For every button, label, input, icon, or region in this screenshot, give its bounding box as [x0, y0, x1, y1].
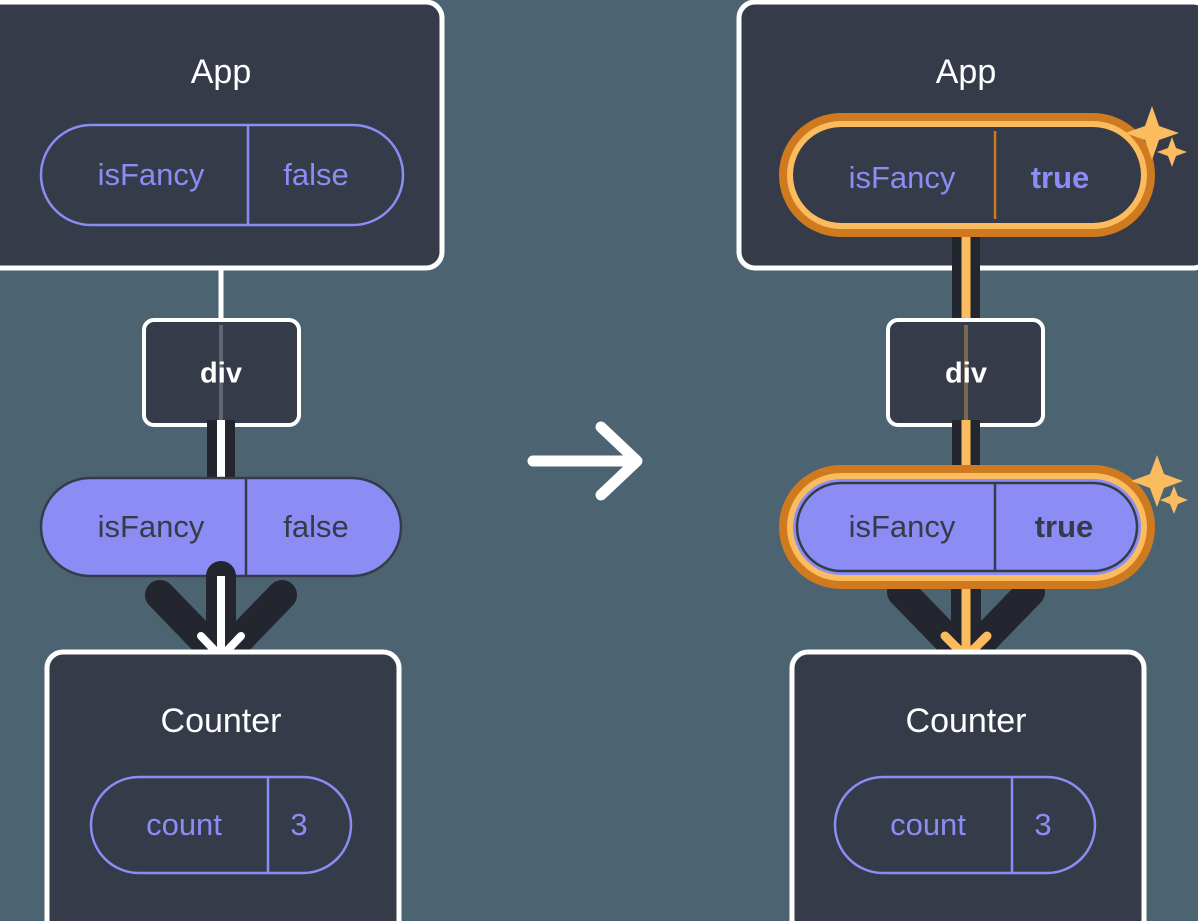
prop-pill-key-after: isFancy [849, 509, 956, 544]
counter-state-pill-outline-before [89, 775, 353, 875]
prop-pill-value-before: false [283, 509, 348, 544]
counter-box-outline-before [44, 649, 402, 921]
counter-state-pill-key-after: count [890, 807, 966, 842]
counter-state-pill-before[interactable]: count 3 [89, 775, 353, 875]
sparkle-large-icon-app [1125, 106, 1179, 160]
counter-state-pill-key-before: count [146, 807, 222, 842]
div-box-after: div [886, 318, 1045, 427]
counter-state-pill-outline-after [833, 775, 1097, 875]
counter-state-pill-value-after: 3 [1034, 807, 1051, 842]
app-box-before: App isFancy false [0, 0, 445, 271]
app-box-label-before: App [191, 53, 252, 91]
state-pill-key-after: isFancy [849, 160, 956, 195]
counter-state-pill-value-before: 3 [290, 807, 307, 842]
counter-box-label-after: Counter [906, 702, 1027, 740]
counter-box-before: Counter count 3 [44, 649, 402, 921]
state-pill-highlight-inner-after [787, 121, 1147, 229]
sparkle-small-icon-app [1157, 137, 1187, 167]
state-pill-isfancy-after[interactable]: isFancy true [779, 113, 1155, 237]
prop-pill-value-after: true [1035, 509, 1094, 544]
app-box-label-after: App [936, 53, 997, 91]
transition-arrow-icon [527, 421, 643, 501]
sparkle-large-icon-prop [1131, 455, 1183, 507]
panel-before: App isFancy false div isFancy false [0, 0, 445, 921]
state-pill-value-before: false [283, 157, 348, 192]
app-box-outline-before [0, 0, 445, 271]
sparkle-icon-prop-after [1131, 455, 1188, 514]
prop-pill-isfancy-before[interactable]: isFancy false [39, 476, 403, 578]
state-pill-value-after: true [1031, 160, 1090, 195]
prop-pill-key-before: isFancy [98, 509, 205, 544]
div-box-label-after: div [945, 358, 987, 390]
panel-after: App isFancy true div [736, 0, 1198, 921]
state-pill-isfancy-before[interactable]: isFancy false [39, 123, 405, 227]
prop-pill-body-after [795, 481, 1139, 573]
div-box-label-before: div [200, 358, 242, 390]
counter-box-label-before: Counter [161, 702, 282, 740]
right-arrow-icon [527, 421, 643, 501]
sparkle-icon-app-after [1125, 106, 1187, 167]
state-pill-highlight-outer-after [779, 113, 1155, 237]
counter-box-outline-after [789, 649, 1147, 921]
counter-box-after: Counter count 3 [789, 649, 1147, 921]
counter-state-pill-after[interactable]: count 3 [833, 775, 1097, 875]
arrow-prop-to-counter-before [145, 561, 297, 675]
prop-pill-isfancy-after[interactable]: isFancy true [779, 465, 1155, 589]
div-box-before: div [142, 318, 301, 427]
sparkle-small-icon-prop [1160, 486, 1188, 514]
state-pill-key-before: isFancy [98, 157, 205, 192]
state-pill-outline-before [39, 123, 405, 227]
